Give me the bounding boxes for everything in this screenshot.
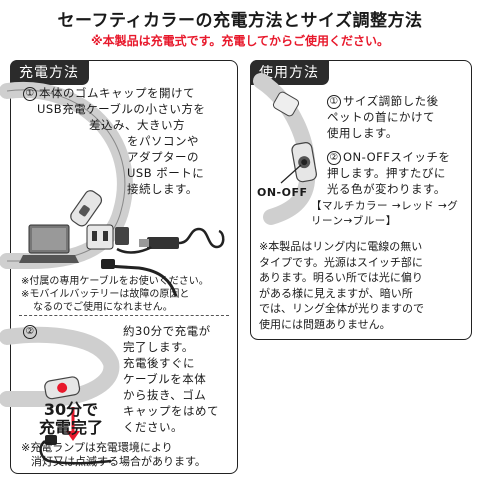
step1-line-1: USB充電ケーブルの小さい方を xyxy=(37,102,206,116)
usage-step2-line-1: 押します。押すたびに xyxy=(327,166,446,180)
usage-step1-line-0: サイズ調節した後 xyxy=(343,94,439,108)
usage-note-line-3: がある様に見えますが、暗い所 xyxy=(259,286,413,300)
usage-note-line-1: タイプです。光源はスイッチ部に xyxy=(259,255,423,269)
usage-step2-line-0: ON-OFFスイッチを xyxy=(343,150,451,164)
step2-line-5: キャップをはめて xyxy=(123,404,219,418)
step2-line-1: 完了します。 xyxy=(123,340,194,354)
note1-line-2: なるのでご使用になれません。 xyxy=(33,302,173,313)
step1-number: ① xyxy=(23,87,37,101)
adapter-icon xyxy=(86,224,129,250)
charge-complete-label: 30分で 充電完了 xyxy=(21,401,121,437)
step1-line-4: アダプターの xyxy=(127,150,199,164)
usage-note: ※本製品はリング内に電線の無い タイプです。光源はスイッチ部に あります。明るい… xyxy=(259,239,469,332)
charging-warning: ※本製品は充電式です。充電してからご使用ください。 xyxy=(90,34,390,48)
step2-line-2: 充電後すぐに xyxy=(123,356,195,370)
charging-note2: ※充電ランプは充電環境により 消灯又は点滅する場合があります。 xyxy=(21,441,237,469)
usage-step1-line-2: 使用します。 xyxy=(327,126,398,140)
note1-line-1: ※モバイルバッテリーは故障の原因と xyxy=(21,289,190,300)
note2-line-0: ※充電ランプは充電環境により xyxy=(21,441,173,454)
step-divider xyxy=(19,315,229,316)
usage-step2-line-2: 光る色が変わります。 xyxy=(327,182,446,196)
note2-line-1: 消灯又は点滅する場合があります。 xyxy=(31,455,206,468)
usage-panel-label: 使用方法 xyxy=(250,60,329,85)
charging-note1: ※付属の専用ケーブルをお使いください。 ※モバイルバッテリーは故障の原因と なる… xyxy=(21,275,235,314)
usage-color-cycle: 【マルチカラー →レッド →グリーン→ブルー】 xyxy=(311,200,459,227)
step1-line-5: USB ポートに xyxy=(127,166,205,180)
step1-line-3: をパソコンや xyxy=(127,134,199,148)
usage-step1-number: ① xyxy=(327,95,341,109)
note1-line-0: ※付属の専用ケーブルをお使いください。 xyxy=(21,276,209,287)
step2-line-4: から抜き、ゴム xyxy=(123,388,207,402)
complete-line-0: 30分で xyxy=(43,400,99,419)
usage-collar-illustration xyxy=(253,73,317,225)
step1-line-2: 差込み、大きい方 xyxy=(89,118,185,132)
usage-step2-number: ② xyxy=(327,151,341,165)
charging-step2-text: ② xyxy=(23,323,235,339)
step2-number: ② xyxy=(23,325,37,339)
usage-note-line-4: では、リング全体が光りますので xyxy=(259,302,424,315)
usage-switch-label: ON-OFF xyxy=(257,186,308,199)
usage-note-line-0: ※本製品はリング内に電線の無い xyxy=(259,240,423,253)
complete-line-1: 充電完了 xyxy=(38,418,103,437)
usage-note-line-5: 使用には問題ありません。 xyxy=(259,317,391,331)
step1-line-6: 接続します。 xyxy=(127,182,198,196)
collar-illustration-step2 xyxy=(0,326,120,465)
step1-line-0: 本体のゴムキャップを開けて xyxy=(39,86,195,100)
usage-note-line-2: あります。明るい所では光に偏り xyxy=(259,271,423,284)
charging-step2-body: 約30分で充電が 完了します。 充電後すぐに ケーブルを本体 から抜き、ゴム キ… xyxy=(123,323,235,435)
step2-line-6: ください。 xyxy=(123,420,183,434)
laptop-icon xyxy=(19,224,79,263)
page-title: セーフティカラーの充電方法とサイズ調整方法 xyxy=(57,11,423,31)
charging-panel-label: 充電方法 xyxy=(10,60,89,85)
devices-illustration xyxy=(19,224,225,263)
step2-line-0: 約30分で充電が xyxy=(123,324,211,338)
usage-step1-line-1: ペットの首にかけて xyxy=(327,110,435,124)
step2-line-3: ケーブルを本体 xyxy=(123,372,207,386)
